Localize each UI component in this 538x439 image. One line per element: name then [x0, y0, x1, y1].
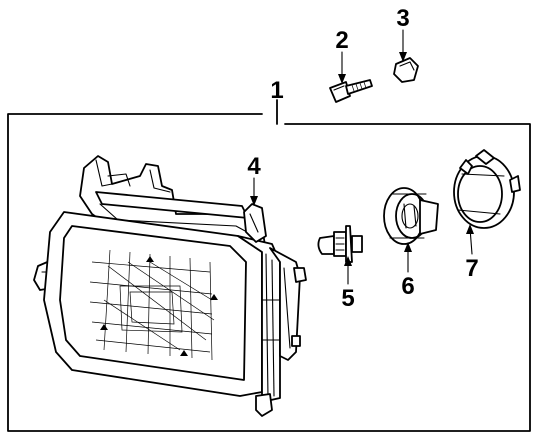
bulb-socket	[383, 187, 439, 245]
headlamp-assembly	[33, 155, 307, 417]
retaining-nut	[393, 57, 419, 83]
leader-lines	[250, 29, 474, 285]
adjusting-screw	[329, 79, 373, 103]
retaining-ring	[453, 149, 521, 229]
callout-3: 3	[396, 5, 409, 32]
callout-7: 7	[465, 255, 478, 282]
callout-5: 5	[341, 285, 354, 312]
callout-2: 2	[335, 27, 348, 54]
assembly-frame	[7, 99, 531, 432]
callout-6: 6	[401, 273, 414, 300]
callout-1: 1	[270, 77, 283, 104]
lens-pattern	[89, 249, 218, 361]
headlamp-bulb	[317, 225, 363, 263]
callout-4: 4	[247, 153, 261, 180]
